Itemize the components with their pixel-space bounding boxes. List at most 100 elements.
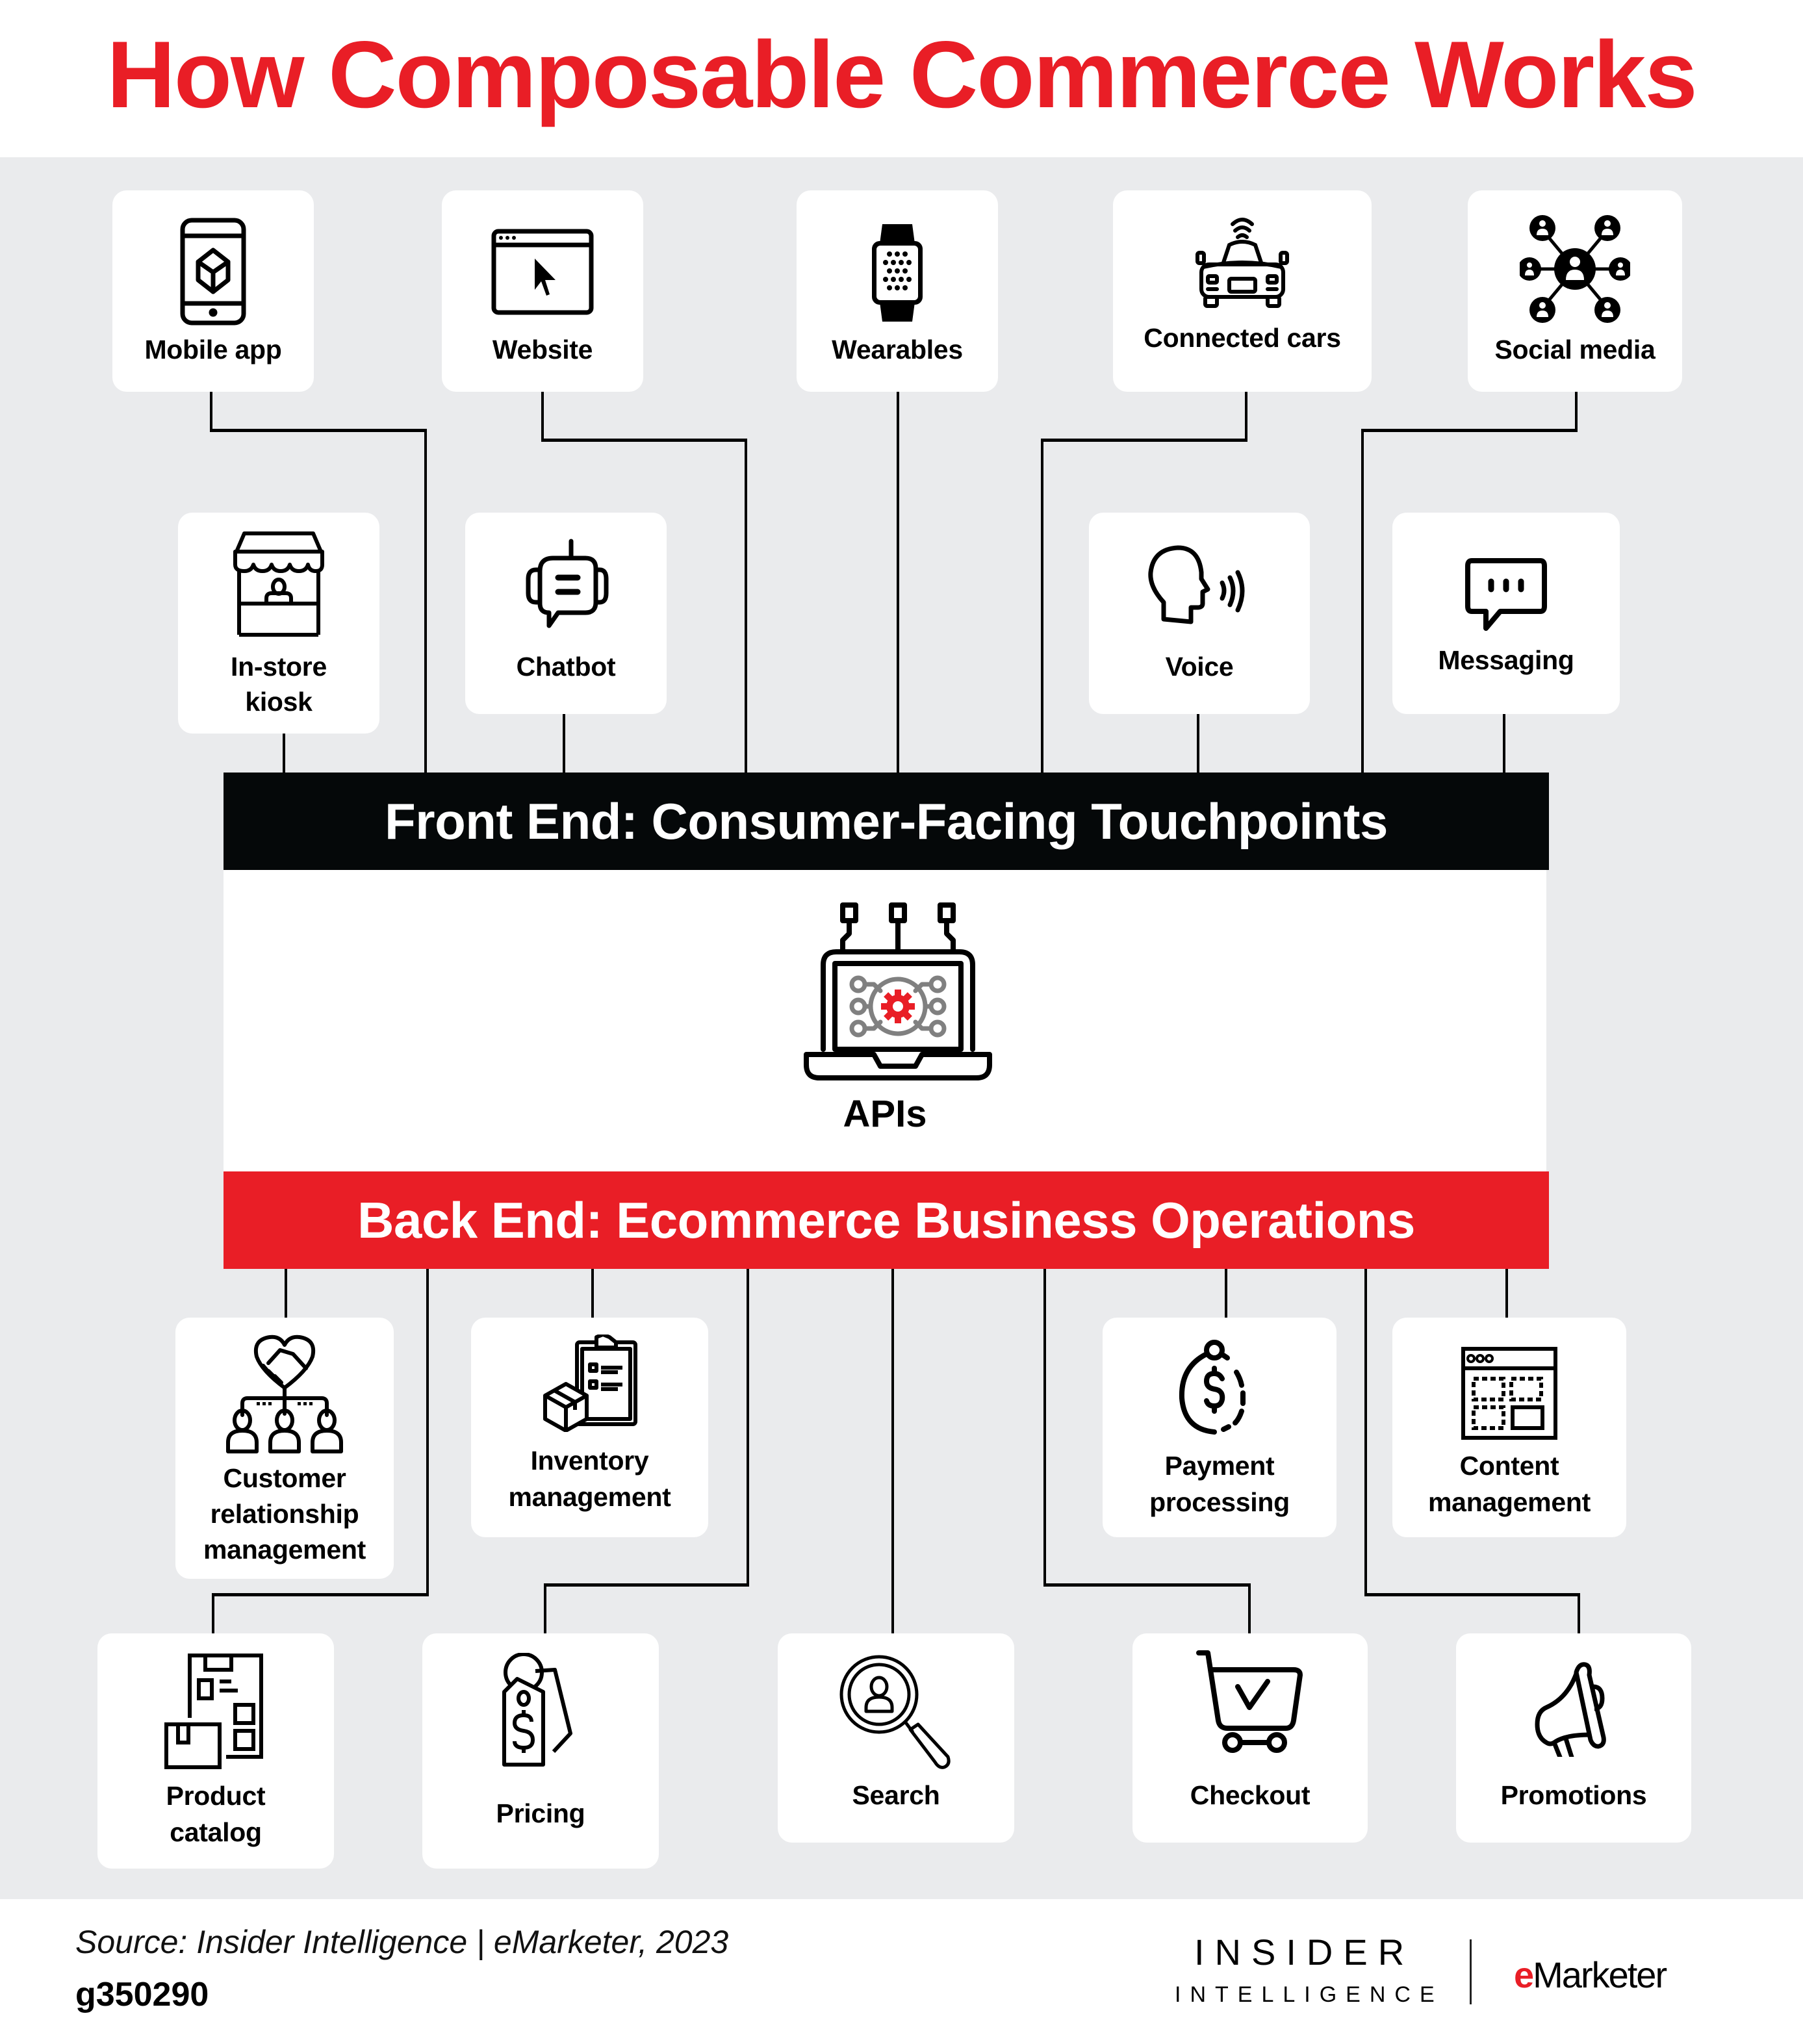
connector-line xyxy=(591,1267,594,1319)
kiosk-icon xyxy=(230,531,327,638)
touchpoint-label: In-store kiosk xyxy=(231,652,327,717)
operation-card-checkout: Checkout xyxy=(1132,1633,1368,1843)
api-label: APIs xyxy=(843,1093,927,1135)
connector-line xyxy=(283,733,285,773)
connector-line xyxy=(544,1583,546,1633)
chatbot-icon xyxy=(520,539,611,630)
touchpoint-label: Voice xyxy=(1165,652,1234,682)
connector-line xyxy=(897,390,899,773)
connector-line xyxy=(212,1593,429,1596)
operation-card-content: Content management xyxy=(1392,1318,1626,1537)
connector-line xyxy=(745,439,747,773)
page-title: How Composable Commerce Works xyxy=(107,21,1697,127)
operation-label: Payment processing xyxy=(1149,1451,1290,1517)
connector-line xyxy=(1197,713,1199,773)
connector-line xyxy=(210,429,427,432)
message-bubble-icon xyxy=(1464,557,1548,632)
product-catalog-icon xyxy=(164,1653,268,1770)
touchpoint-card-in-store-kiosk: In-store kiosk xyxy=(178,513,379,734)
connector-line xyxy=(891,1267,894,1633)
crm-handshake-icon xyxy=(223,1331,346,1454)
smartwatch-icon xyxy=(868,224,927,322)
connector-line xyxy=(1364,1593,1580,1596)
operation-card-pricing: Pricing xyxy=(422,1633,659,1869)
logo-divider xyxy=(1470,1939,1472,2004)
connector-line xyxy=(1043,1267,1046,1586)
operation-label: Checkout xyxy=(1190,1780,1311,1810)
connector-line xyxy=(1578,1593,1580,1633)
connector-line xyxy=(541,390,544,442)
connector-line xyxy=(424,429,427,773)
connector-line xyxy=(1225,1267,1227,1319)
operation-card-crm: Customer relationship management xyxy=(175,1318,394,1579)
connector-line xyxy=(1245,390,1247,442)
operation-label: Inventory management xyxy=(508,1446,671,1512)
megaphone-icon xyxy=(1528,1659,1619,1757)
operation-label: Promotions xyxy=(1500,1780,1647,1810)
connector-line xyxy=(210,390,212,432)
touchpoint-card-connected-cars: Connected cars xyxy=(1113,190,1372,392)
touchpoint-label: Social media xyxy=(1494,335,1656,364)
touchpoint-label: Wearables xyxy=(832,335,963,364)
search-magnifier-icon xyxy=(838,1653,954,1770)
touchpoint-label: Website xyxy=(492,335,593,364)
content-layout-icon xyxy=(1461,1346,1558,1440)
touchpoint-card-website: Website xyxy=(442,190,643,392)
connector-line xyxy=(747,1267,749,1586)
mobile-app-icon xyxy=(177,216,249,327)
connector-line xyxy=(1043,1583,1251,1587)
connector-line xyxy=(1041,439,1247,442)
operation-label: Search xyxy=(852,1780,940,1810)
touchpoint-card-mobile-app: Mobile app xyxy=(112,190,314,392)
logo-insider-text: INSIDER xyxy=(1194,1932,1415,1973)
inventory-clipboard-icon xyxy=(541,1335,639,1432)
operation-card-promotions: Promotions xyxy=(1456,1633,1691,1843)
emarketer-logo-text: Marketer xyxy=(1533,1954,1667,1995)
connector-line xyxy=(1248,1583,1251,1633)
voice-icon xyxy=(1144,544,1255,635)
emarketer-logo-e: e xyxy=(1514,1954,1534,1995)
connector-line xyxy=(1505,1267,1508,1319)
website-cursor-icon xyxy=(491,228,595,316)
connector-line xyxy=(1041,439,1043,773)
operation-card-search: Search xyxy=(778,1633,1014,1843)
social-network-icon xyxy=(1520,214,1630,324)
payment-dollar-icon xyxy=(1174,1338,1265,1436)
touchpoint-label: Mobile app xyxy=(144,335,282,364)
cart-check-icon xyxy=(1195,1649,1305,1753)
operation-label: Customer relationship management xyxy=(203,1463,366,1565)
connector-line xyxy=(1575,390,1578,432)
connector-line xyxy=(1361,429,1364,773)
touchpoint-card-chatbot: Chatbot xyxy=(465,513,667,714)
operation-card-product-catalog: Product catalog xyxy=(97,1633,334,1869)
front-end-band: Front End: Consumer-Facing Touchpoints xyxy=(224,773,1549,870)
touchpoint-card-messaging: Messaging xyxy=(1392,513,1620,714)
touchpoint-label: Connected cars xyxy=(1144,323,1341,353)
connector-line xyxy=(563,713,565,773)
back-end-band: Back End: Ecommerce Business Operations xyxy=(224,1171,1549,1269)
emarketer-logo: eMarketer xyxy=(1514,1954,1667,1995)
connector-line xyxy=(541,439,747,442)
connector-line xyxy=(212,1593,214,1633)
operation-card-inventory: Inventory management xyxy=(471,1318,708,1537)
api-layer-panel xyxy=(224,870,1546,1171)
connector-line xyxy=(285,1267,287,1319)
touchpoint-label: Chatbot xyxy=(516,652,616,682)
connector-line xyxy=(1361,429,1578,432)
connector-line xyxy=(426,1267,429,1596)
chart-id: g350290 xyxy=(75,1976,209,2013)
source-note: Source: Insider Intelligence | eMarketer… xyxy=(75,1924,729,1960)
price-tag-icon xyxy=(495,1653,586,1770)
touchpoint-card-voice: Voice xyxy=(1089,513,1310,714)
logo-intelligence-text: INTELLIGENCE xyxy=(1175,1982,1444,2007)
connector-line xyxy=(1364,1267,1367,1596)
api-laptop-gear-icon xyxy=(804,900,992,1082)
operation-label: Content management xyxy=(1428,1451,1591,1517)
connected-car-icon xyxy=(1194,212,1291,310)
touchpoint-card-wearables: Wearables xyxy=(797,190,998,392)
operation-label: Product catalog xyxy=(166,1781,266,1847)
touchpoint-card-social-media: Social media xyxy=(1468,190,1682,392)
touchpoint-label: Messaging xyxy=(1438,645,1574,675)
connector-line xyxy=(544,1583,749,1587)
operation-card-payment: Payment processing xyxy=(1103,1318,1336,1537)
